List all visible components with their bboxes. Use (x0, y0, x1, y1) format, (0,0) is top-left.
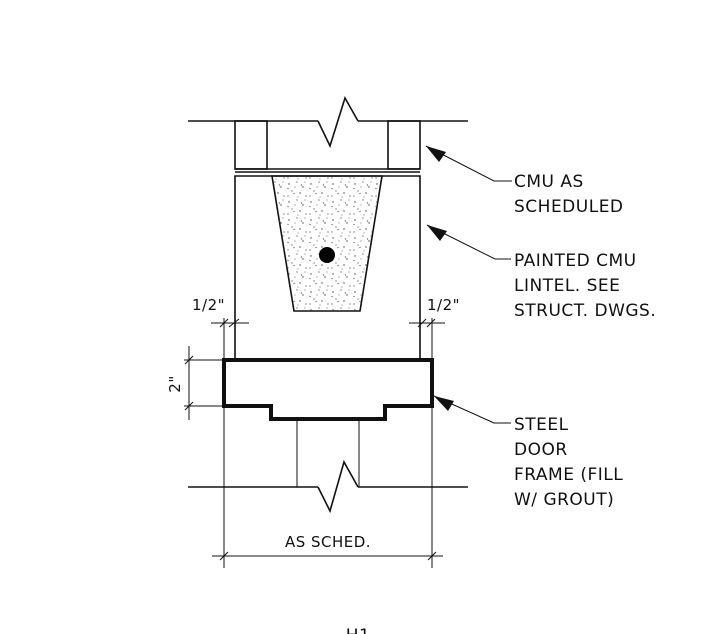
frame-note-line-2: DOOR (514, 440, 568, 460)
frame-note-line-4: W/ GROUT) (514, 490, 614, 510)
frame-height-dimension-line (184, 346, 224, 420)
lintel-note-line-2: LINTEL. SEE (514, 276, 620, 296)
frame-note: STEEL DOOR FRAME (FILL W/ GROUT) (514, 415, 629, 510)
frame-note-line-3: FRAME (FILL (514, 465, 623, 485)
frame-note-line-1: STEEL (514, 415, 569, 435)
cmu-lintel (234, 175, 421, 361)
frame-height-dimension: 2" (166, 375, 184, 392)
rebar-dot (319, 247, 335, 263)
steel-door-frame (222, 358, 434, 421)
leader-lines (425, 145, 512, 424)
opening-width-dimension: AS SCHED. (285, 533, 371, 551)
lintel-note: PAINTED CMU LINTEL. SEE STRUCT. DWGS. (514, 251, 656, 321)
opening-width-dimension-line (212, 406, 443, 568)
left-gap-dimension: 1/2" (192, 296, 225, 314)
right-gap-dimension: 1/2" (427, 296, 460, 314)
cmu-note-line-2: SCHEDULED (514, 197, 624, 217)
lintel-note-line-1: PAINTED CMU (514, 251, 637, 271)
cmu-note-line-1: CMU AS (514, 172, 584, 192)
upper-cmu-wall (188, 95, 468, 173)
cmu-note: CMU AS SCHEDULED (514, 172, 624, 217)
gap-dimensions (211, 318, 445, 360)
lintel-note-line-3: STRUCT. DWGS. (514, 301, 656, 321)
lower-door-opening (188, 419, 468, 514)
detail-tag: H1 (346, 626, 371, 634)
